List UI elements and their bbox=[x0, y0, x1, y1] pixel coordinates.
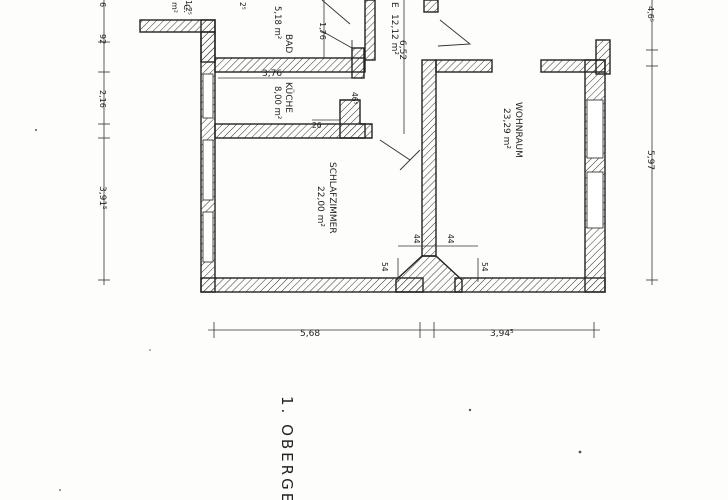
dim-label-54a: 54 bbox=[380, 262, 389, 272]
dim-label-216: 2,16 bbox=[98, 90, 107, 108]
outer-wall-bottom-left bbox=[200, 277, 424, 293]
dim-label-394: 3,94⁵ bbox=[490, 329, 514, 339]
dim-label-54b: 54 bbox=[480, 262, 489, 272]
room-diele-name: E bbox=[389, 2, 399, 8]
outer-wall-bottom-right bbox=[454, 277, 606, 293]
window-right-wohn-1 bbox=[586, 99, 604, 159]
door-swing-diele-1 bbox=[319, 29, 353, 49]
room-bad-area: 5,18 m² bbox=[272, 6, 282, 39]
dim-label-6: 6 bbox=[98, 2, 107, 7]
door-line-bad bbox=[321, 0, 351, 25]
window-right-wohn-2 bbox=[586, 171, 604, 229]
dim-label-465: 46⁵ bbox=[350, 92, 359, 105]
dim-label-597: 5,97 bbox=[645, 150, 655, 170]
dim-label-46: 4,6⁵ bbox=[646, 6, 655, 22]
scan-speck bbox=[149, 349, 151, 351]
scan-speck bbox=[578, 450, 582, 454]
wall-central bbox=[421, 59, 437, 257]
wall-wohn-top bbox=[435, 59, 493, 73]
room-wc-name: C. bbox=[181, 4, 191, 13]
wall-kueche-diele bbox=[351, 47, 365, 79]
outer-wall-top-stub bbox=[139, 19, 216, 33]
wall-top-right-stub bbox=[595, 39, 611, 75]
window-left-schlaf-1 bbox=[202, 139, 214, 201]
dim-label-26: 26 bbox=[312, 121, 322, 130]
room-kueche-name: KÜCHE bbox=[283, 82, 294, 113]
scan-speck bbox=[35, 129, 37, 131]
room-schlaf-name: SCHLAFZIMMER bbox=[327, 162, 337, 234]
outer-wall-top-corner bbox=[200, 31, 216, 63]
window-left-schlaf-2 bbox=[202, 211, 214, 263]
window-left-kueche bbox=[202, 73, 214, 119]
wall-chimney bbox=[339, 99, 373, 139]
wall-bad-diele bbox=[364, 0, 376, 61]
room-diele-area: 12,12 m² bbox=[389, 14, 399, 55]
scan-speck bbox=[59, 489, 61, 491]
room-wohnraum-name: WOHNRAUM bbox=[513, 102, 523, 158]
dim-label-44b: 44 bbox=[446, 234, 455, 244]
room-wohnraum-area: 23,29 m² bbox=[501, 108, 511, 149]
dim-label-125: 1,2⁵ bbox=[184, 0, 193, 15]
dim-label-92: 92 bbox=[98, 34, 107, 44]
room-bad-name: BAD bbox=[283, 34, 293, 53]
floor-label: 1. OBERGES bbox=[278, 396, 296, 500]
room-wc-area: m² bbox=[170, 2, 179, 13]
dim-label-176: 1,76 bbox=[318, 22, 327, 40]
wall-central-pier bbox=[395, 255, 463, 293]
dim-label-391: 3,91⁵ bbox=[97, 186, 107, 210]
room-kueche-area: 8,00 m² bbox=[272, 86, 282, 119]
wall-bad-kueche bbox=[214, 57, 366, 73]
dim-label-2: 2⁵ bbox=[238, 2, 247, 10]
scan-speck bbox=[468, 408, 472, 412]
dim-label-568: 5,68 bbox=[300, 329, 320, 339]
room-schlaf-area: 22,00 m² bbox=[315, 186, 325, 227]
dim-label-376: 3,76 bbox=[262, 69, 282, 79]
wall-diele-top bbox=[423, 0, 439, 13]
door-swing-diele-2 bbox=[437, 19, 472, 47]
dim-label-652: 6,52 bbox=[397, 40, 407, 60]
dim-label-44a: 44 bbox=[412, 234, 421, 244]
door-swing-schlaf bbox=[379, 139, 421, 171]
